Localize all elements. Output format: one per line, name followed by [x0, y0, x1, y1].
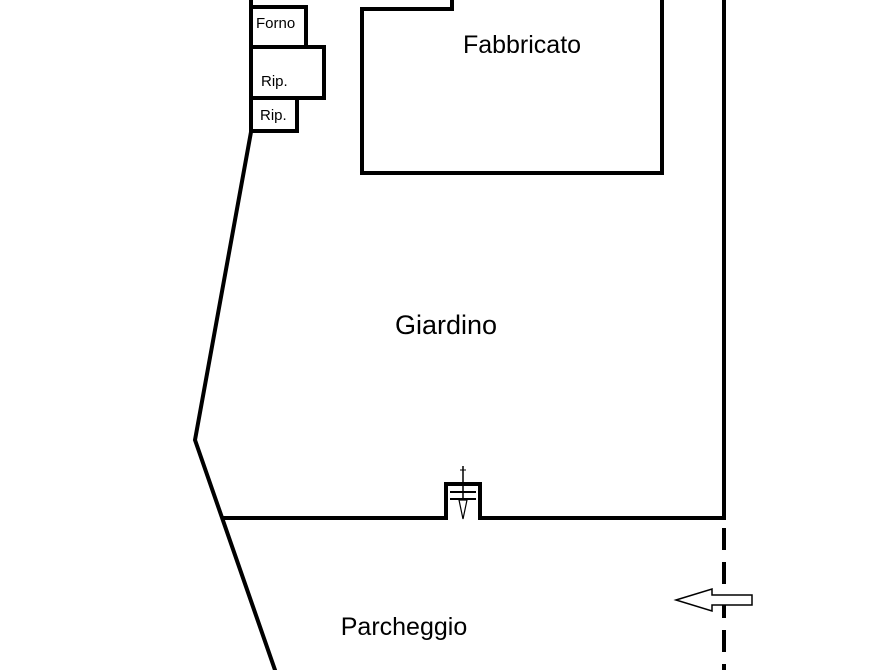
oven-label: Forno — [256, 15, 295, 32]
left-arrow-icon — [673, 587, 753, 613]
left-boundary-wall — [192, 129, 278, 670]
storage-room-1 — [249, 45, 326, 100]
storage-room-2 — [249, 96, 299, 133]
gate-icon — [450, 466, 476, 520]
garden-label: Giardino — [395, 310, 497, 340]
parking-label: Parcheggio — [341, 613, 467, 641]
storage-label-1: Rip. — [261, 73, 288, 90]
building-outline — [360, 0, 664, 175]
storage-label-2: Rip. — [260, 107, 287, 124]
garden-parking-divider — [222, 482, 726, 520]
building-label: Fabbricato — [463, 31, 581, 59]
